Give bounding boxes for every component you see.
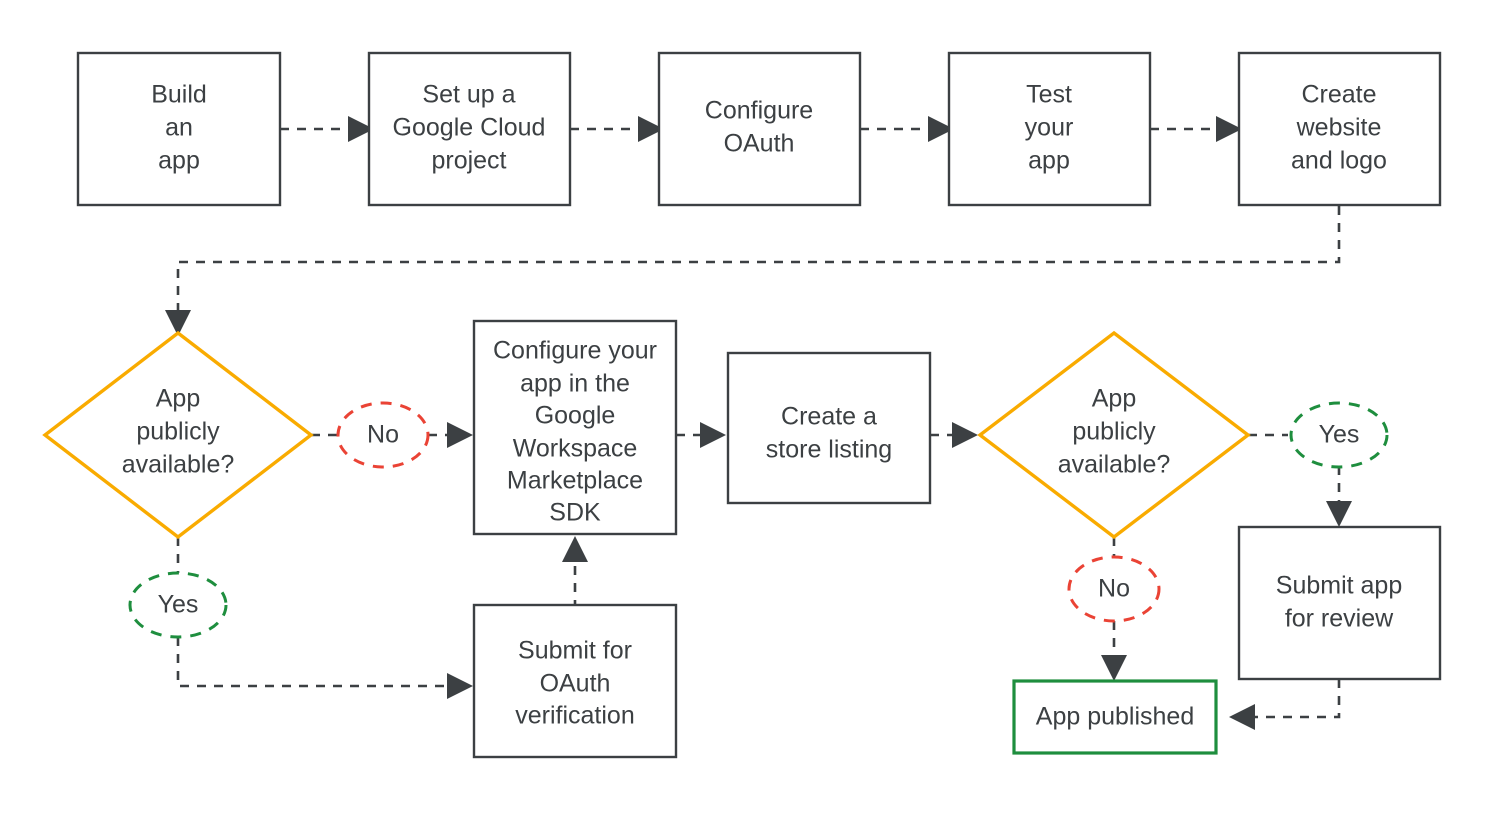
node-test-line-2: your: [1025, 114, 1074, 142]
node-cloud-line-1: Set up a: [422, 81, 515, 109]
node-configure-oauth[interactable]: Configure OAuth: [657, 51, 862, 207]
node-cloud-line-2: Google Cloud: [393, 114, 546, 142]
node-sdk-line-3: Google: [535, 402, 616, 430]
node-test-your-app[interactable]: Test your app: [947, 51, 1152, 207]
edge-label-no-1: No: [336, 401, 430, 469]
node-configure-oauth-line-2: OAuth: [724, 130, 795, 158]
node-create-website-and-logo[interactable]: Create website and logo: [1237, 51, 1442, 207]
edge-label-yes-1-text: Yes: [158, 591, 199, 619]
edge-build-to-cloud: [280, 116, 374, 142]
node-sdk-line-5: Marketplace: [507, 467, 643, 495]
node-decision1-line-2: publicly: [136, 418, 220, 446]
node-website-line-1: Create: [1301, 81, 1376, 109]
edge-label-no-1-text: No: [367, 421, 399, 449]
node-sdk-line-6: SDK: [549, 499, 601, 527]
node-review-line-2: for review: [1285, 605, 1394, 633]
node-configure-oauth-line-1: Configure: [705, 97, 813, 125]
edge-review-to-published: [1229, 679, 1341, 730]
edge-label-no-2: No: [1067, 555, 1161, 623]
node-decision2-line-3: available?: [1058, 451, 1171, 479]
node-decision1-line-1: App: [156, 385, 200, 413]
node-website-line-2: website: [1296, 114, 1382, 142]
node-app-published[interactable]: App published: [1012, 679, 1218, 755]
node-review-line-1: Submit app: [1276, 572, 1402, 600]
node-sdk-line-4: Workspace: [513, 435, 638, 463]
node-app-publicly-available-1[interactable]: App publicly available?: [42, 330, 314, 540]
edge-label-no-2-text: No: [1098, 575, 1130, 603]
node-build-an-app-line-2: an: [165, 114, 193, 142]
edge-website-to-decision1: [165, 206, 1341, 336]
edge-decision1-no-to-sdk: [311, 422, 473, 448]
edge-layer: sdk box --> down, right -> submit for oa…: [165, 116, 1352, 730]
edge-cloud-to-oauth: [570, 116, 664, 142]
node-oauth-verify-line-2: OAuth: [540, 670, 611, 698]
edge-decision1-yes-to-oauth-verification: [176, 537, 473, 699]
edge-test-to-website: [1150, 116, 1242, 142]
edge-decision2-no-to-published: [1101, 537, 1127, 681]
node-oauth-verify-line-1: Submit for: [518, 637, 632, 665]
node-decision1-line-3: available?: [122, 451, 235, 479]
node-decision2-line-2: publicly: [1072, 418, 1156, 446]
node-store-listing-line-2: store listing: [766, 436, 892, 464]
edge-store-listing-to-decision2: [930, 422, 978, 448]
node-sdk-line-1: Configure your: [493, 337, 657, 365]
node-configure-app-in-marketplace-sdk[interactable]: Configure your app in the Google Workspa…: [472, 319, 678, 536]
node-submit-app-for-review[interactable]: Submit app for review: [1237, 525, 1442, 681]
node-test-line-3: app: [1028, 147, 1070, 175]
edge-label-yes-2: Yes: [1289, 401, 1389, 469]
node-layer: Build an app Set up a Google Cloud proje…: [42, 51, 1442, 759]
node-create-a-store-listing[interactable]: Create a store listing: [726, 351, 932, 505]
edge-oauth-to-test: [860, 116, 954, 142]
node-app-publicly-available-2[interactable]: App publicly available?: [977, 330, 1251, 540]
node-build-an-app[interactable]: Build an app: [76, 51, 282, 207]
edge-oauth-verification-to-sdk: [562, 536, 588, 626]
node-set-up-google-cloud-project[interactable]: Set up a Google Cloud project: [367, 51, 572, 207]
node-website-line-3: and logo: [1291, 147, 1387, 175]
node-cloud-line-3: project: [431, 147, 506, 175]
node-build-an-app-line-1: Build: [151, 81, 207, 109]
edge-label-yes-1: Yes: [128, 571, 228, 639]
edge-decision2-yes-to-review: [1248, 433, 1352, 527]
node-decision2-line-1: App: [1092, 385, 1136, 413]
node-app-published-text: App published: [1036, 703, 1194, 731]
edge-label-yes-2-text: Yes: [1319, 421, 1360, 449]
node-submit-for-oauth-verification[interactable]: Submit for OAuth verification: [472, 603, 678, 759]
edge-sdk-to-store-listing: [676, 422, 726, 448]
node-test-line-1: Test: [1026, 81, 1072, 109]
node-sdk-line-2: app in the: [520, 370, 630, 398]
node-build-an-app-line-3: app: [158, 147, 200, 175]
node-oauth-verify-line-3: verification: [515, 702, 635, 730]
node-store-listing-line-1: Create a: [781, 403, 877, 431]
